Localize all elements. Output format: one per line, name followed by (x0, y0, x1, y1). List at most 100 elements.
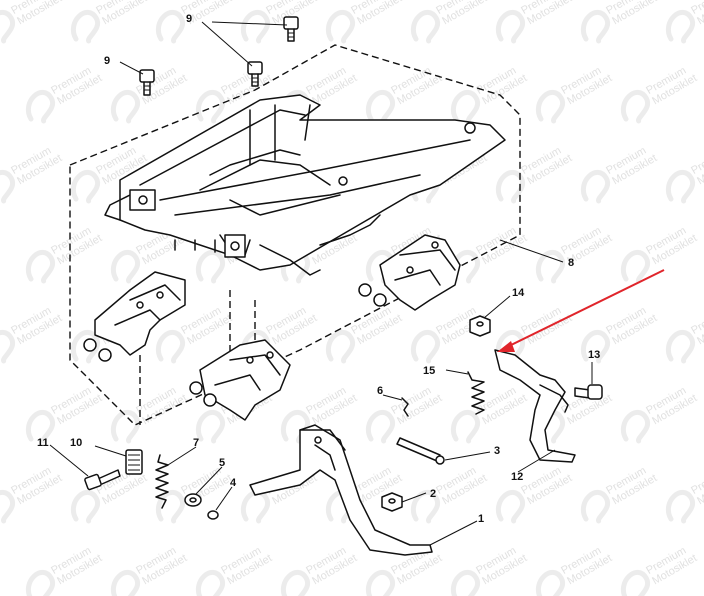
label-part-15: 15 (423, 365, 435, 377)
nut-part-2 (381, 492, 403, 512)
watermark-logo-icon (110, 569, 141, 596)
watermark-logo-icon (70, 9, 101, 44)
watermark-logo-icon (620, 569, 651, 596)
watermark-logo-icon (410, 9, 441, 44)
watermark-logo-icon (410, 489, 441, 524)
label-part-11: 11 (37, 437, 49, 449)
label-part-13: 13 (588, 349, 600, 361)
watermark-logo-icon (495, 169, 526, 204)
watermark-text-secondary: Motosiklet (695, 0, 704, 27)
label-part-2: 2 (430, 488, 436, 500)
label-part-9-left: 9 (104, 55, 110, 67)
label-part-3: 3 (494, 445, 500, 457)
label-part-10: 10 (70, 437, 82, 449)
watermark-logo-icon (365, 89, 396, 124)
watermark-logo-icon (155, 489, 186, 524)
watermark-logo-icon (25, 569, 56, 596)
watermark-logo-icon (535, 249, 566, 284)
spring-part-7 (155, 454, 169, 509)
label-part-4: 4 (230, 477, 237, 489)
watermark-logo-icon (195, 249, 226, 284)
bolt-part-13 (574, 384, 603, 400)
watermark-logo-icon (325, 9, 356, 44)
watermark-logo-icon (365, 409, 396, 444)
label-part-12: 12 (511, 471, 523, 483)
watermark-logo-icon (195, 89, 226, 124)
label-part-5: 5 (219, 457, 225, 469)
watermark-logo-icon (25, 249, 56, 284)
watermark-logo-icon (0, 169, 16, 204)
watermark-logo-icon (195, 409, 226, 444)
watermark-logo-icon (620, 89, 651, 124)
watermark-logo-icon (450, 409, 481, 444)
label-part-14: 14 (512, 287, 525, 299)
watermark-logo-icon (365, 569, 396, 596)
watermark-logo-icon (280, 569, 311, 596)
watermark-logo-icon (580, 9, 611, 44)
label-part-6: 6 (377, 385, 383, 397)
watermark-logo-icon (620, 249, 651, 284)
watermark-logo-icon (110, 409, 141, 444)
side-stand-part-12 (494, 349, 576, 463)
center-mount-plate (189, 339, 291, 421)
watermark-logo-icon (410, 329, 441, 364)
watermark-logo-icon (535, 569, 566, 596)
watermark-logo-icon (450, 89, 481, 124)
rod-part-3 (396, 437, 445, 465)
watermark-logo-icon (110, 89, 141, 124)
washer-part-5 (184, 493, 202, 507)
frame-bracket (104, 94, 506, 276)
watermark-logo-icon (155, 329, 186, 364)
watermark-logo-icon (0, 329, 16, 364)
watermark-logo-icon (70, 329, 101, 364)
right-mount-plate (358, 234, 461, 311)
watermark-logo-icon (580, 489, 611, 524)
assembly-outline (69, 44, 521, 426)
watermark-logo-icon (70, 489, 101, 524)
watermark-logo-icon (0, 489, 16, 524)
watermark-logo-icon (580, 169, 611, 204)
spring-part-15 (467, 371, 485, 415)
watermark-logo-icon (495, 489, 526, 524)
watermark-logo-icon (665, 489, 696, 524)
bolt-part-11 (84, 469, 121, 491)
bolt-part-9-right (283, 16, 299, 42)
nut-part-14 (469, 315, 491, 337)
watermark-logo-icon (110, 249, 141, 284)
watermark-logo-icon (535, 89, 566, 124)
part-number-labels: 9 9 8 14 13 15 6 3 12 2 1 7 5 4 10 11 (37, 13, 600, 525)
watermark-text-primary: Premium (689, 0, 704, 17)
